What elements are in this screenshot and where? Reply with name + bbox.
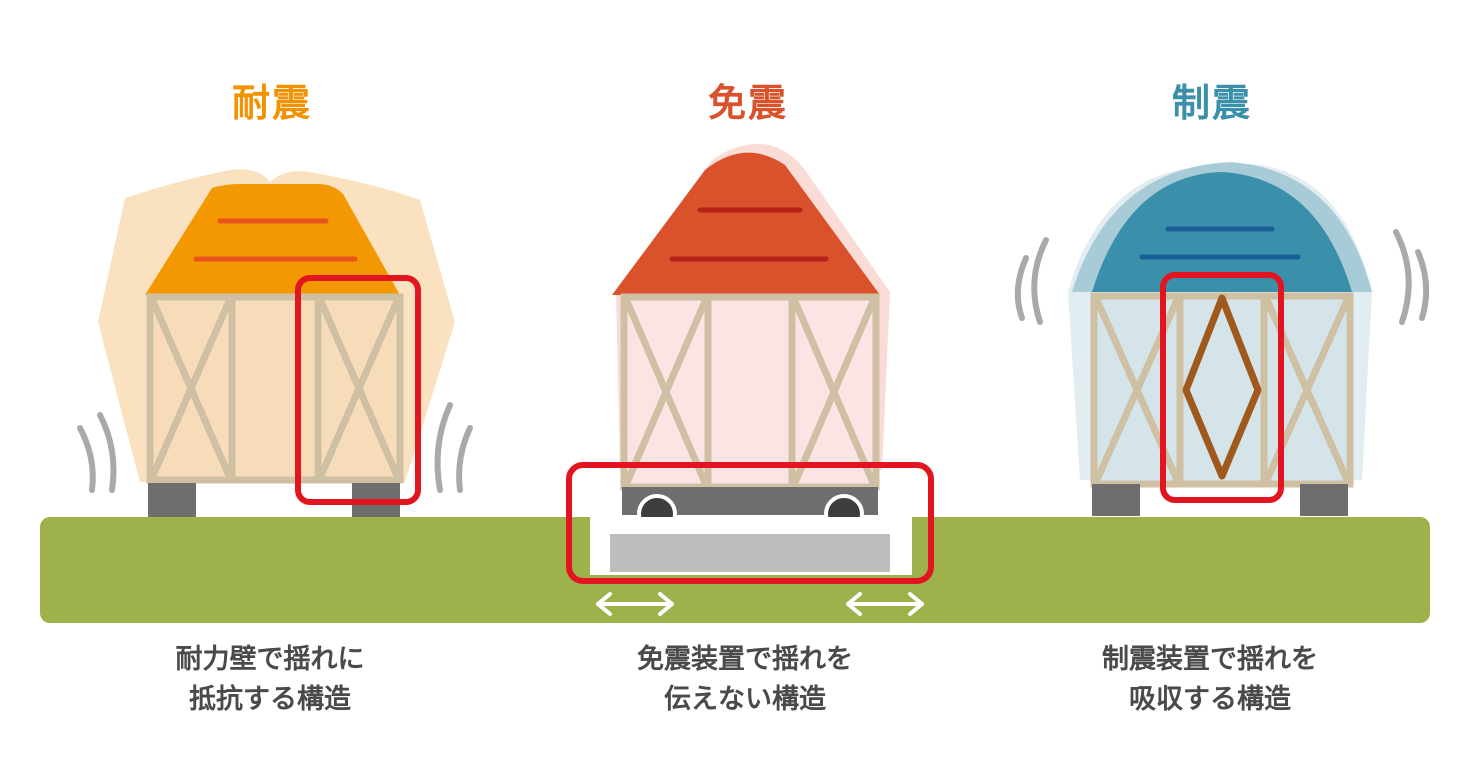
seishin-wall xyxy=(1092,294,1350,484)
title-menshin-text: 免震 xyxy=(707,81,788,125)
foundation-block xyxy=(148,483,196,517)
foundation-block xyxy=(1092,484,1140,516)
caption-seishin: 制震装置で揺れを 吸収する構造 xyxy=(1030,640,1390,720)
isolator-bed xyxy=(610,534,890,572)
caption-menshin-line2: 伝えない構造 xyxy=(664,684,826,715)
menshin-house xyxy=(566,144,934,616)
caption-taishin-line2: 抵抗する構造 xyxy=(189,684,351,715)
caption-taishin: 耐力壁で揺れに 抵抗する構造 xyxy=(90,640,450,720)
menshin-highlight-box xyxy=(566,462,934,584)
title-seishin: 制震 xyxy=(1062,72,1362,127)
title-seishin-text: 制震 xyxy=(1171,81,1252,125)
seishin-highlight-box xyxy=(1160,272,1284,503)
foundation-block xyxy=(1300,484,1348,516)
taishin-highlight-box xyxy=(295,275,421,505)
seishin-roof xyxy=(1092,172,1352,292)
title-taishin: 耐震 xyxy=(122,72,422,127)
damper-diamond xyxy=(1182,294,1262,480)
caption-menshin: 免震装置で揺れを 伝えない構造 xyxy=(565,640,925,720)
shake-marks xyxy=(77,402,473,493)
movement-arrows xyxy=(596,592,924,616)
caption-seishin-line2: 吸収する構造 xyxy=(1129,684,1291,715)
caption-menshin-line1: 免震装置で揺れを xyxy=(637,644,853,675)
taishin-frame xyxy=(146,293,404,484)
title-taishin-text: 耐震 xyxy=(231,81,312,125)
caption-taishin-line1: 耐力壁で揺れに xyxy=(175,644,365,675)
seishin-house xyxy=(1014,162,1430,516)
taishin-roof xyxy=(145,184,400,295)
shake-marks xyxy=(1014,229,1430,325)
title-menshin: 免震 xyxy=(598,72,898,127)
caption-seishin-line1: 制震装置で揺れを xyxy=(1102,644,1318,675)
taishin-house xyxy=(77,169,473,517)
